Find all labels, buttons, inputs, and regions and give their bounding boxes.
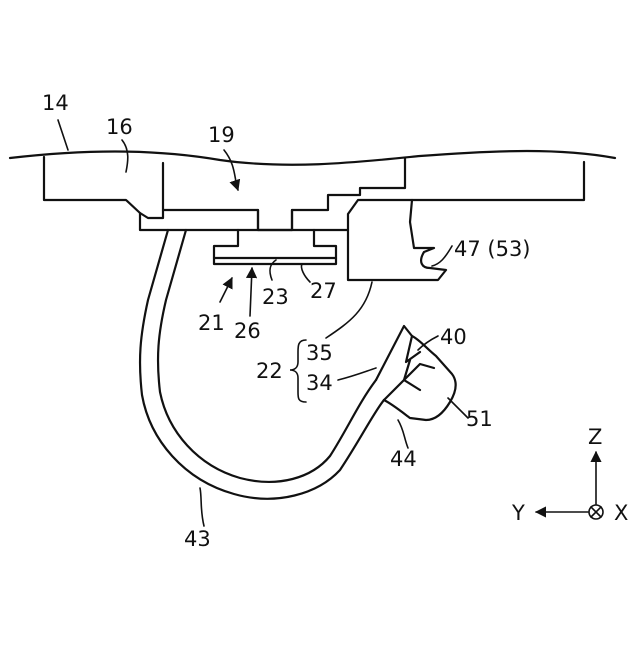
axis-label-z: Z xyxy=(588,425,602,449)
clip-21-upper xyxy=(214,230,336,258)
label-51: 51 xyxy=(466,407,493,431)
label-34: 34 xyxy=(306,371,333,395)
label-40: 40 xyxy=(440,325,467,349)
leader-34 xyxy=(338,368,376,380)
mount-groove-outline xyxy=(163,158,405,230)
hook-arm-upper xyxy=(376,326,434,400)
label-35: 35 xyxy=(306,341,333,365)
axis-label-x: X xyxy=(614,501,628,525)
bracket-left-step xyxy=(140,210,163,218)
leader-43 xyxy=(200,488,204,526)
hook-arm-inner xyxy=(158,230,376,482)
panel-top-surface xyxy=(10,151,615,165)
leader-26 xyxy=(250,268,252,316)
hook-tip-ridge xyxy=(404,360,420,390)
label-22: 22 xyxy=(256,359,283,383)
label-21: 21 xyxy=(198,311,225,335)
label-19: 19 xyxy=(208,123,235,147)
leader-47 xyxy=(432,246,452,266)
leader-44 xyxy=(398,420,408,448)
label-27: 27 xyxy=(310,279,337,303)
label-43: 43 xyxy=(184,527,211,551)
axis-label-y: Y xyxy=(511,501,525,525)
label-44: 44 xyxy=(390,447,417,471)
leader-16 xyxy=(122,140,128,172)
leader-21 xyxy=(220,278,232,302)
label-47: 47 (53) xyxy=(454,237,531,261)
bracket-body-outline xyxy=(44,157,584,280)
label-23: 23 xyxy=(262,285,289,309)
label-16: 16 xyxy=(106,115,133,139)
mount-groove-step xyxy=(258,210,292,230)
leader-27 xyxy=(301,264,310,282)
label-26: 26 xyxy=(234,319,261,343)
label-14: 14 xyxy=(42,91,69,115)
leader-19 xyxy=(224,150,238,190)
brace-22 xyxy=(290,340,306,402)
right-block-inner xyxy=(348,200,412,230)
leader-14 xyxy=(58,120,68,150)
axes-indicator: Z Y X xyxy=(511,425,628,525)
